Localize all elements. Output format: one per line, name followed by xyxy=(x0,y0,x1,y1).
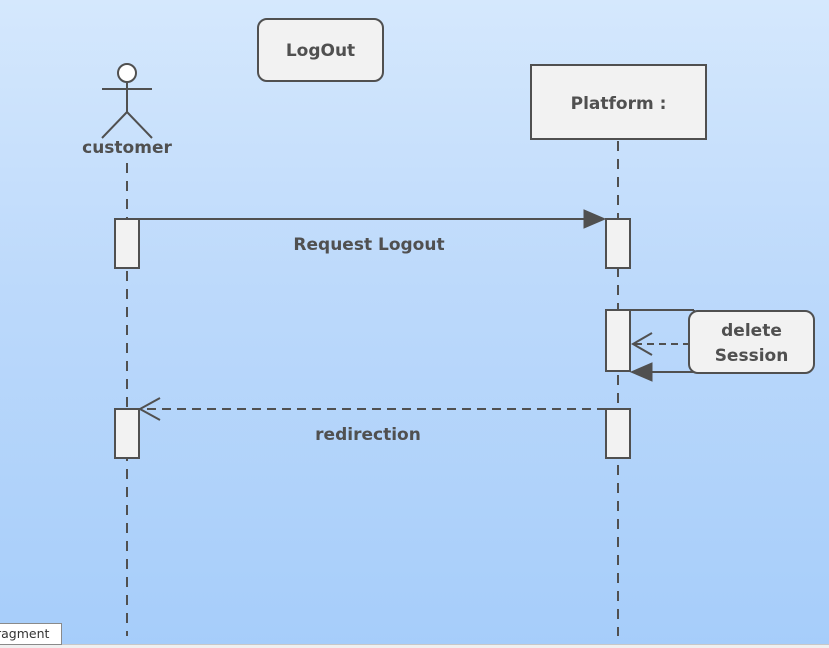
activation-platform-1[interactable] xyxy=(605,218,631,269)
lifeline-customer[interactable]: customer xyxy=(82,63,172,636)
arrowhead-open-icon xyxy=(631,332,653,356)
actor-icon xyxy=(101,63,153,139)
self-call-label-line-2: Session xyxy=(715,346,789,366)
fragment-tab[interactable]: ragment xyxy=(0,623,62,645)
message-request-logout-label: Request Logout xyxy=(293,235,444,255)
activation-customer-2[interactable] xyxy=(114,408,140,459)
arrowhead-filled-icon xyxy=(629,362,653,382)
actor-label: customer xyxy=(82,138,172,158)
lifeline-platform-label: Platform : xyxy=(571,94,667,114)
arrowhead-open-icon xyxy=(137,397,161,421)
activation-platform-3[interactable] xyxy=(605,408,631,459)
bottom-strip xyxy=(0,644,829,648)
self-call-label-box xyxy=(688,310,815,374)
self-call-label-line-1: delete xyxy=(721,321,782,341)
activation-platform-2[interactable] xyxy=(605,309,631,372)
arrowhead-filled-icon xyxy=(583,209,607,229)
message-redirection-label: redirection xyxy=(315,425,421,445)
message-redirection[interactable]: redirection xyxy=(137,397,606,445)
lifeline-platform[interactable]: Platform : xyxy=(530,64,707,636)
message-delete-session[interactable]: delete Session xyxy=(629,309,815,382)
interaction-label[interactable]: LogOut xyxy=(257,18,384,82)
message-request-logout[interactable]: Request Logout xyxy=(139,209,607,255)
interaction-label-text: LogOut xyxy=(286,41,355,61)
lifeline-platform-head xyxy=(530,64,707,140)
activation-customer-1[interactable] xyxy=(114,218,140,269)
